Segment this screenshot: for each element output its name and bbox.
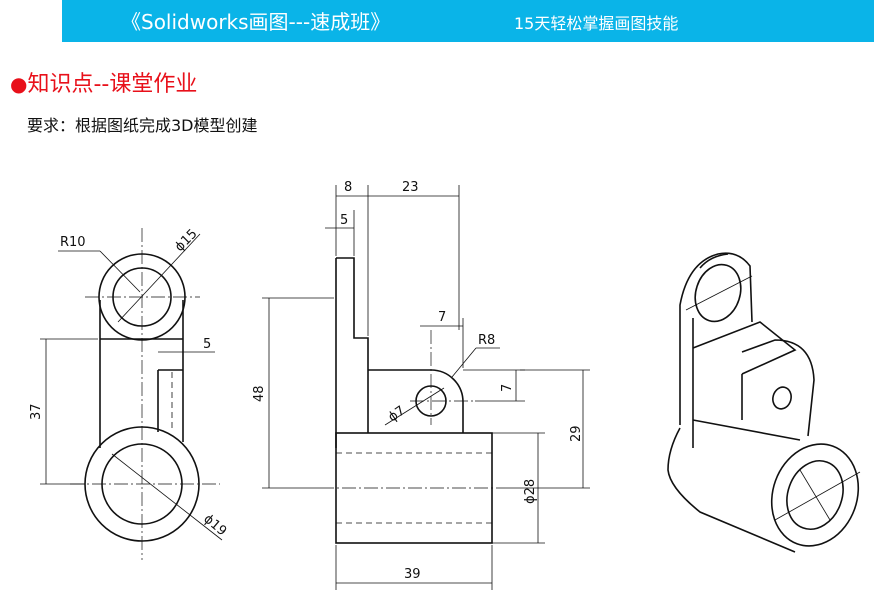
d28-label: ϕ28 — [523, 479, 538, 504]
left-view: R10 ϕ15 5 37 ϕ19 — [29, 226, 229, 560]
iso-cylinder-top-edge — [692, 419, 801, 441]
iso-cylinder-end-outer — [770, 443, 860, 547]
dim-7-top-label: 7 — [438, 310, 446, 325]
section-heading: ●知识点--课堂作业 — [10, 66, 197, 98]
iso-cylinder-axis-1 — [774, 471, 861, 521]
isometric-view — [667, 252, 861, 553]
dim-48-label: 48 — [252, 385, 267, 402]
course-subtitle: 15天轻松掌握画图技能 — [514, 14, 679, 33]
lug-outline — [368, 369, 464, 433]
dim-29-label: 29 — [569, 425, 584, 442]
section-heading-text: 知识点--课堂作业 — [27, 72, 198, 97]
bullet-icon: ● — [10, 72, 28, 96]
d15-label: ϕ15 — [172, 226, 200, 254]
iso-cylinder-body — [667, 427, 796, 553]
r8-leader — [451, 347, 477, 378]
iso-cylinder-axis-2 — [799, 469, 831, 521]
d19-label: ϕ19 — [200, 512, 229, 540]
course-title: 《Solidworks画图---速成班》 — [121, 10, 391, 34]
iso-lug-outline — [741, 339, 815, 437]
d7-leader — [384, 387, 445, 426]
dim-7-side-label: 7 — [500, 384, 515, 392]
dim-37-label: 37 — [29, 403, 44, 420]
r10-label: R10 — [60, 235, 86, 250]
dim-5-label: 5 — [203, 337, 211, 352]
d7-label: ϕ7 — [386, 403, 408, 425]
front-view: 8 23 5 7 R8 7 ϕ7 48 29 ϕ28 — [252, 180, 590, 590]
iso-plate-hole — [694, 263, 742, 323]
d19-leader — [111, 453, 223, 541]
iso-plate-axis — [685, 275, 753, 311]
iso-lug-hole — [772, 386, 792, 410]
iso-cylinder-bore — [786, 460, 844, 530]
requirement-text: 要求：根据图纸完成3D模型创建 — [27, 116, 258, 135]
dim-23-label: 23 — [402, 180, 419, 195]
dim-8-label: 8 — [344, 180, 352, 195]
iso-plate-thickness-curve — [699, 253, 729, 269]
dim-39-label: 39 — [404, 567, 421, 582]
r10-leader — [99, 250, 141, 293]
iso-step-top — [692, 321, 797, 375]
upright-plate-outline — [336, 257, 369, 433]
iso-plate-outline — [679, 252, 753, 425]
d15-leader — [117, 233, 201, 323]
header-banner — [62, 0, 874, 42]
dim-5-top-label: 5 — [340, 213, 348, 228]
r8-label: R8 — [478, 333, 495, 348]
